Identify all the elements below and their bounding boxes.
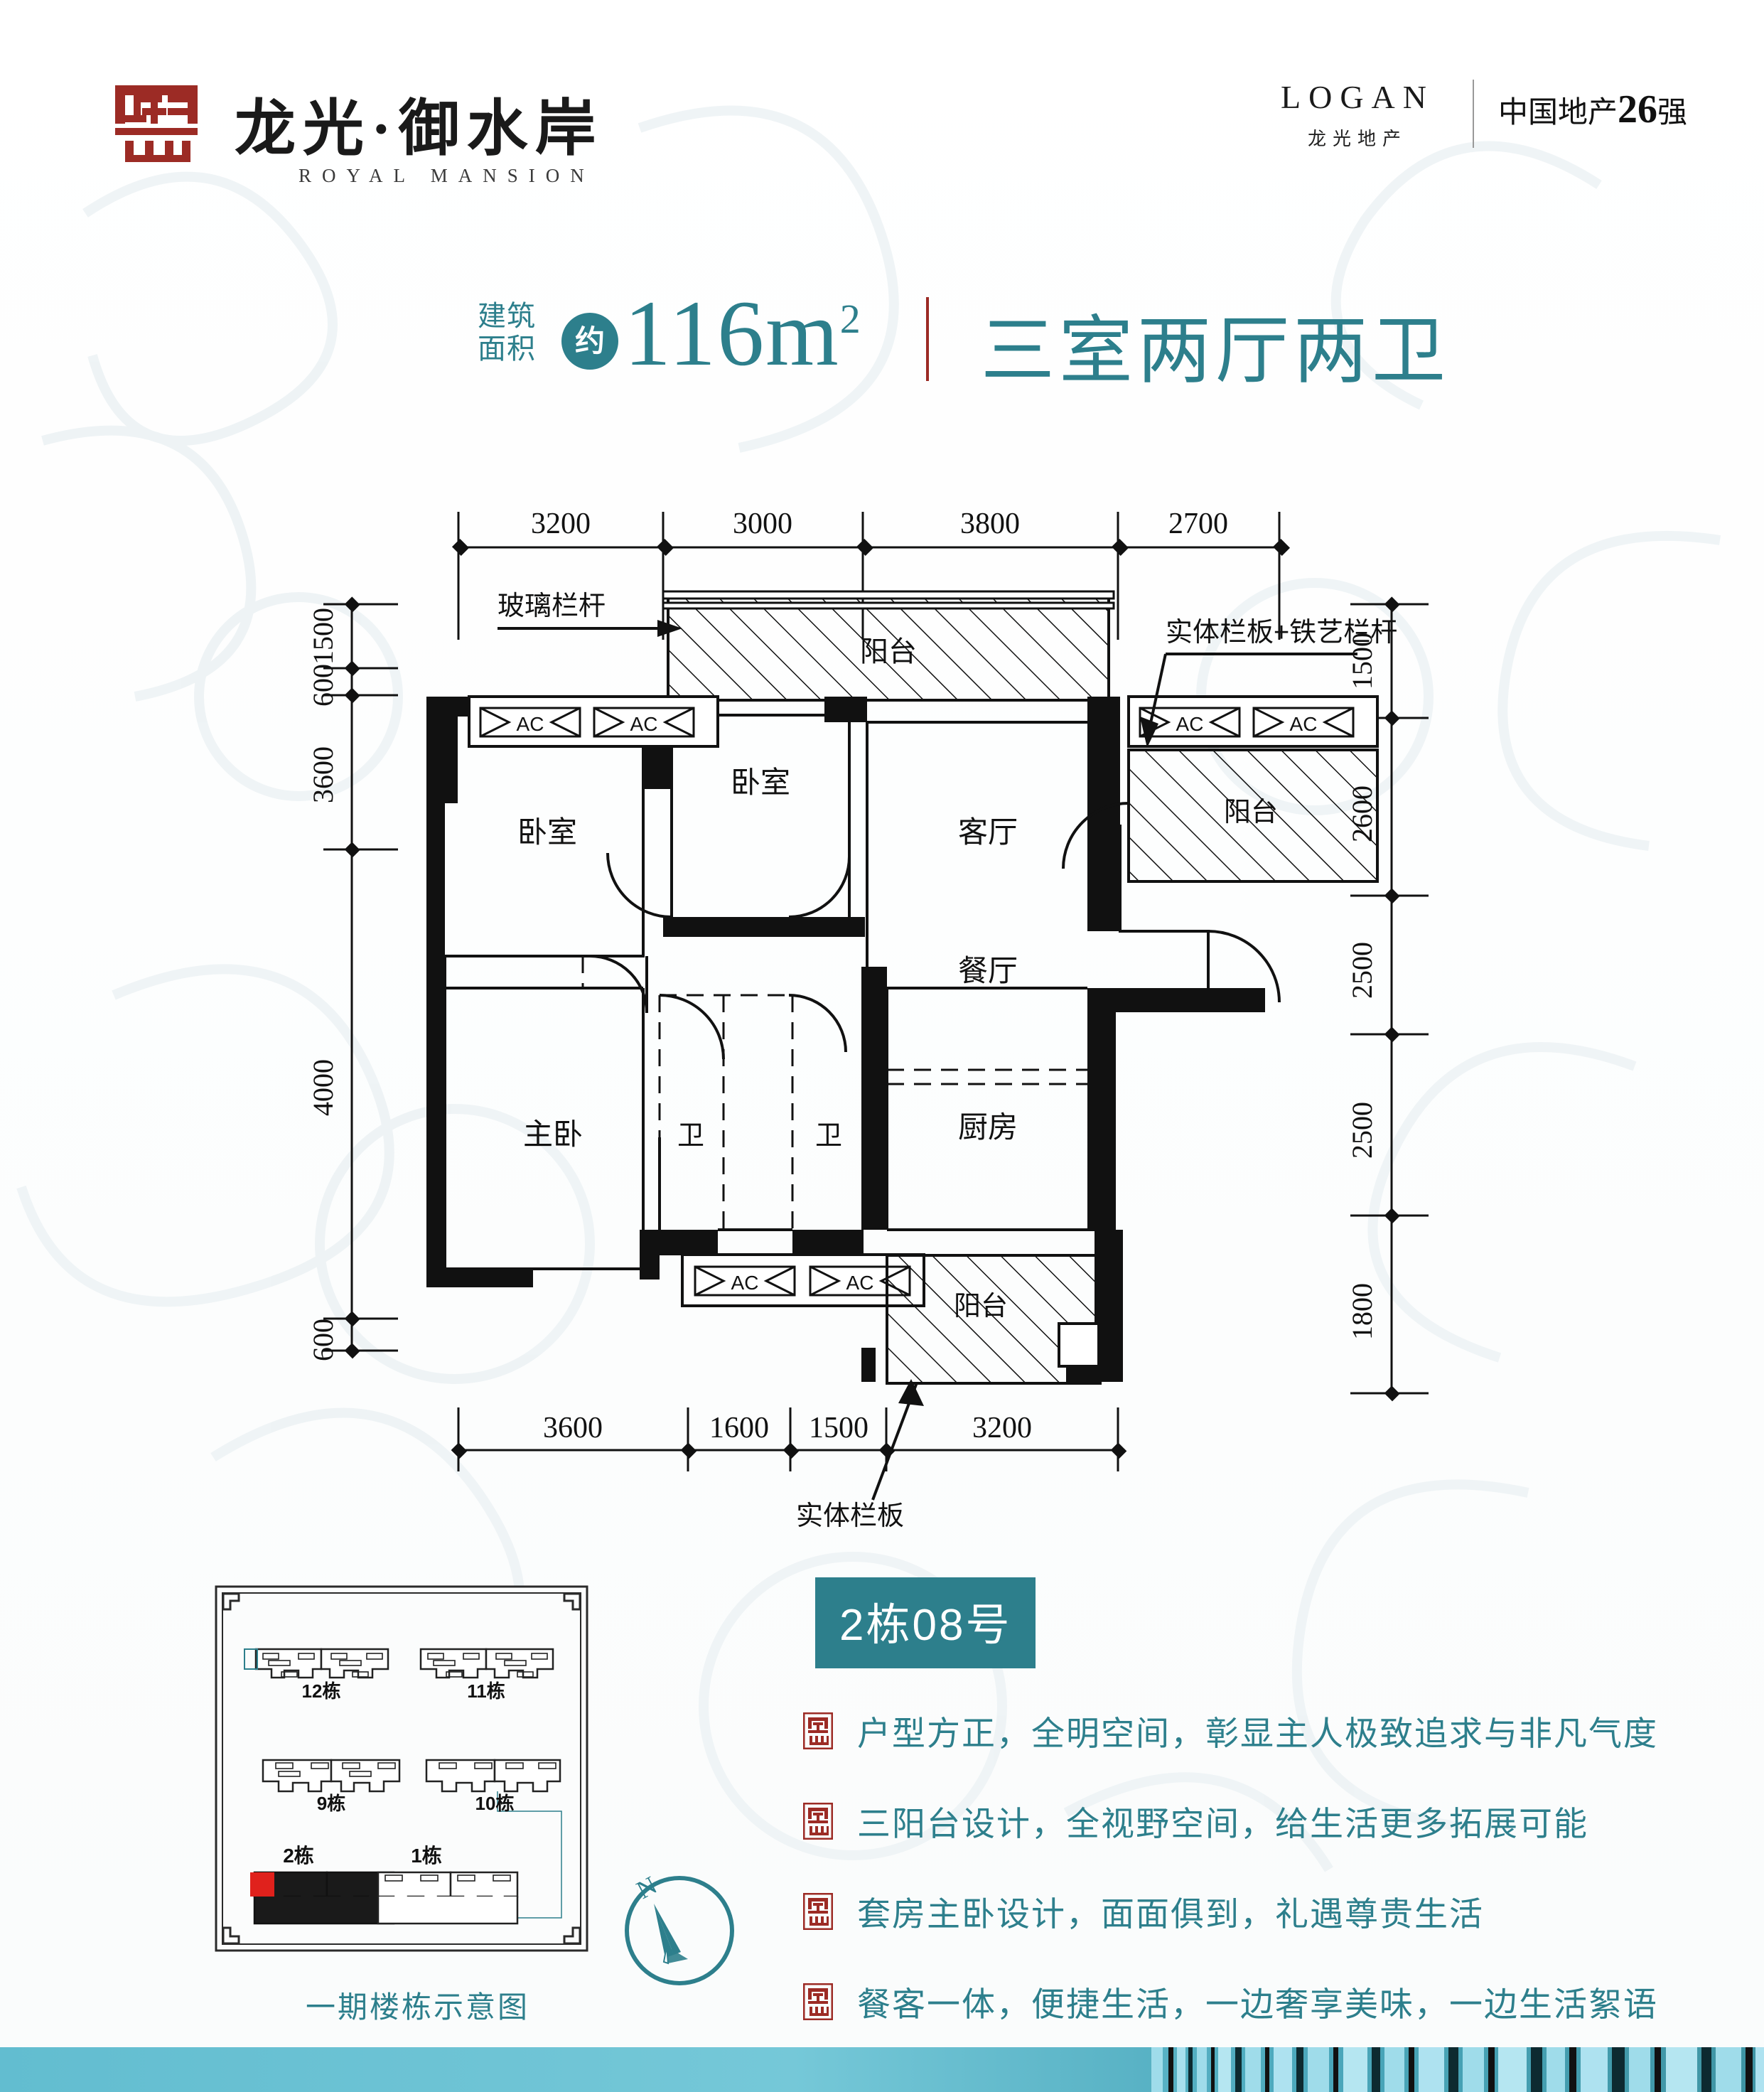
dim-left-1: 600 xyxy=(307,664,339,707)
seal-bullet-icon xyxy=(803,1983,833,2020)
developer-logo: LOGAN 龙光地产 xyxy=(1244,78,1471,151)
annotation-glass-railing-label: 玻璃栏杆 xyxy=(498,591,606,621)
approx-badge: 约 xyxy=(561,313,618,370)
seal-bullet-icon xyxy=(803,1892,833,1930)
site-building-1 xyxy=(377,1871,519,1925)
floor-plan-drawing: 3200 3000 3800 2700 1500 600 3600 4000 6… xyxy=(307,508,1429,1531)
rank-number: 26 xyxy=(1618,87,1658,132)
feature-item: 套房主卧设计，面面俱到，礼遇尊贵生活 xyxy=(803,1887,1677,1936)
room-config: 三室两厅两卫 xyxy=(981,310,1451,392)
feature-text: 套房主卧设计，面面俱到，礼遇尊贵生活 xyxy=(857,1895,1484,1933)
plan-title-row: 建筑 面积 约 116m2 三室两厅两卫 xyxy=(0,281,1764,405)
dim-bottom-0: 3600 xyxy=(543,1412,603,1444)
room-label-bedroom-mid: 卧室 xyxy=(731,766,790,799)
brand-title: 龙光·御水岸 xyxy=(235,95,603,163)
unit-number-badge: 2栋08号 xyxy=(815,1577,1036,1668)
dim-bottom-2: 1500 xyxy=(809,1412,868,1444)
site-plan-caption: 一期楼栋示意图 xyxy=(306,1990,530,2024)
seal-logo-icon xyxy=(115,85,198,162)
dim-bottom-3: 3200 xyxy=(972,1412,1032,1444)
dim-right-2: 2500 xyxy=(1346,942,1378,999)
room-label-master: 主卧 xyxy=(523,1117,583,1151)
dim-top-1: 3000 xyxy=(733,508,792,540)
footer-decorative-strip xyxy=(0,2047,1764,2092)
rank-prefix: 中国地产 xyxy=(1498,97,1618,129)
dim-bottom-1: 1600 xyxy=(709,1412,769,1444)
dim-left-2: 3600 xyxy=(307,746,339,803)
site-building-label: 2栋 xyxy=(283,1844,314,1867)
annotation-solid-railing-label: 实体栏板 xyxy=(796,1501,904,1531)
site-building-label: 12栋 xyxy=(302,1680,341,1702)
page-header: 龙光·御水岸 ROYAL MANSION LOGAN 龙光地产 中国地产26强 xyxy=(0,0,1764,235)
brand-subtitle: ROYAL MANSION xyxy=(299,165,595,186)
ac-label: AC xyxy=(731,1272,759,1294)
room-label-living: 客厅 xyxy=(958,815,1018,849)
room-label-bath-1: 卫 xyxy=(677,1121,704,1151)
area-label-line2: 面积 xyxy=(478,333,536,365)
dim-left-3: 4000 xyxy=(307,1059,339,1116)
room-label-dining: 餐厅 xyxy=(958,954,1018,987)
rank-badge: 中国地产26强 xyxy=(1498,87,1687,132)
developer-name-en: LOGAN xyxy=(1281,79,1434,115)
annotation-solid-iron-railing-label: 实体栏板+铁艺栏杆 xyxy=(1166,618,1397,648)
feature-item: 三阳台设计，全视野空间，给生活更多拓展可能 xyxy=(803,1796,1677,1845)
area-value: 116m2 xyxy=(624,279,862,387)
feature-item: 餐客一体，便捷生活，一边奢享美味，一边生活絮语 xyxy=(803,1977,1677,2026)
site-building-label: 1栋 xyxy=(411,1844,442,1867)
room-label-balcony-bottom: 阳台 xyxy=(954,1292,1008,1321)
area-label-line1: 建筑 xyxy=(478,301,536,332)
feature-list: 户型方正，全明空间，彰显主人极致追求与非凡气度 三阳台设计，全视野空间，给生活更… xyxy=(803,1706,1677,2067)
header-divider xyxy=(1473,80,1474,148)
dim-left-0: 1500 xyxy=(307,608,339,665)
dim-right-4: 1800 xyxy=(1346,1283,1378,1340)
dim-top-3: 2700 xyxy=(1168,508,1228,540)
seal-bullet-icon xyxy=(803,1712,833,1749)
feature-text: 户型方正，全明空间，彰显主人极致追求与非凡气度 xyxy=(857,1715,1658,1752)
title-divider xyxy=(926,297,929,381)
dim-right-3: 2500 xyxy=(1346,1102,1378,1159)
ac-label: AC xyxy=(1176,713,1204,735)
compass-rose-icon: N xyxy=(625,1871,734,1985)
feature-item: 户型方正，全明空间，彰显主人极致追求与非凡气度 xyxy=(803,1706,1677,1755)
developer-name-cn: 龙光地产 xyxy=(1307,129,1407,149)
feature-text: 三阳台设计，全视野空间，给生活更多拓展可能 xyxy=(857,1805,1588,1842)
area-superscript: 2 xyxy=(839,296,862,342)
dim-left-4: 600 xyxy=(307,1319,339,1361)
site-highlight-unit xyxy=(250,1872,274,1897)
room-label-balcony-right: 阳台 xyxy=(1224,798,1278,827)
area-number: 116m xyxy=(624,281,840,385)
room-label-balcony-top: 阳台 xyxy=(860,636,917,667)
ac-label: AC xyxy=(846,1272,874,1294)
dim-top-0: 3200 xyxy=(531,508,591,540)
site-building-2 xyxy=(250,1871,395,1925)
ac-unit-group-top-right: AC AC xyxy=(1127,695,1379,748)
annotation-glass-railing: 玻璃栏杆 xyxy=(498,591,682,637)
room-label-bedroom-left: 卧室 xyxy=(517,815,577,849)
seal-bullet-icon xyxy=(803,1802,833,1840)
annotation-solid-railing: 实体栏板 xyxy=(796,1379,924,1531)
area-label: 建筑 面积 xyxy=(478,300,536,365)
site-building-label: 10栋 xyxy=(475,1793,515,1814)
ac-label: AC xyxy=(1290,713,1318,735)
ac-unit-group-top-left: AC AC xyxy=(468,695,719,748)
ac-label: AC xyxy=(517,713,544,735)
site-plan-diagram: 12栋 11栋 9栋 10栋 2栋 xyxy=(215,1585,588,1952)
room-label-bath-2: 卫 xyxy=(815,1121,842,1151)
room-label-kitchen: 厨房 xyxy=(958,1110,1018,1144)
site-building-label: 9栋 xyxy=(317,1793,345,1814)
ac-label: AC xyxy=(630,713,658,735)
rank-suffix: 强 xyxy=(1657,97,1688,129)
feature-text: 餐客一体，便捷生活，一边奢享美味，一边生活絮语 xyxy=(857,1985,1658,2023)
site-building-label: 11栋 xyxy=(467,1680,505,1702)
dim-top-2: 3800 xyxy=(960,508,1020,540)
